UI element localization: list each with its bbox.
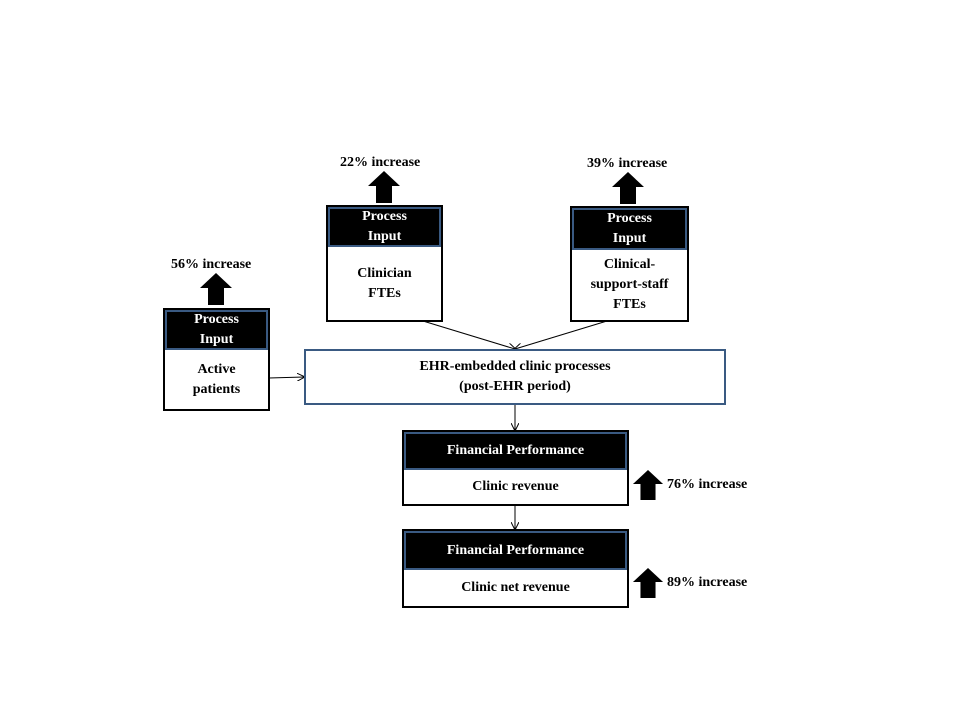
ehr-process-period: (post-EHR period): [459, 379, 571, 394]
revenue-header: Financial Performance: [404, 432, 627, 470]
patients-change-label: 56% increase: [171, 257, 252, 272]
revenue-change-label: 76% increase: [667, 477, 748, 492]
revenue-up-arrow-icon: [632, 469, 664, 501]
ehr-process-box: EHR-embedded clinic processes (post-EHR …: [304, 349, 726, 405]
staff-up-arrow-icon: [612, 172, 644, 204]
staff-input-box: Process Input Clinical- support-staff FT…: [570, 206, 689, 322]
clinician-input-label: Clinician FTEs: [357, 265, 412, 301]
revenue-label: Clinic revenue: [472, 479, 559, 494]
net-revenue-up-arrow-icon: [632, 567, 664, 599]
clinician-up-arrow-icon: [368, 171, 400, 203]
patients-input-header: Process Input: [165, 310, 268, 350]
staff-input-label: Clinical- support-staff FTEs: [590, 257, 669, 312]
net-revenue-change-label: 89% increase: [667, 575, 748, 590]
connector-clinician-to-process: [422, 320, 515, 349]
patients-input-label: Active patients: [192, 361, 241, 397]
connector-staff-to-process: [515, 320, 608, 349]
patients-up-arrow-icon: [200, 273, 232, 305]
connector-patients-to-process: [268, 377, 304, 378]
clinician-change-label: 22% increase: [340, 155, 421, 170]
net-revenue-outcome-box: Financial Performance Clinic net revenue: [402, 529, 629, 608]
staff-input-header: Process Input: [572, 208, 687, 250]
clinician-input-header: Process Input: [328, 207, 441, 247]
patients-input-box: Process Input Active patients: [163, 308, 270, 411]
clinician-input-box: Process Input Clinician FTEs: [326, 205, 443, 322]
staff-change-label: 39% increase: [587, 156, 668, 171]
net-revenue-label: Clinic net revenue: [461, 580, 570, 595]
revenue-outcome-box: Financial Performance Clinic revenue: [402, 430, 629, 506]
net-revenue-header: Financial Performance: [404, 531, 627, 570]
ehr-process-title: EHR-embedded clinic processes: [419, 359, 611, 374]
